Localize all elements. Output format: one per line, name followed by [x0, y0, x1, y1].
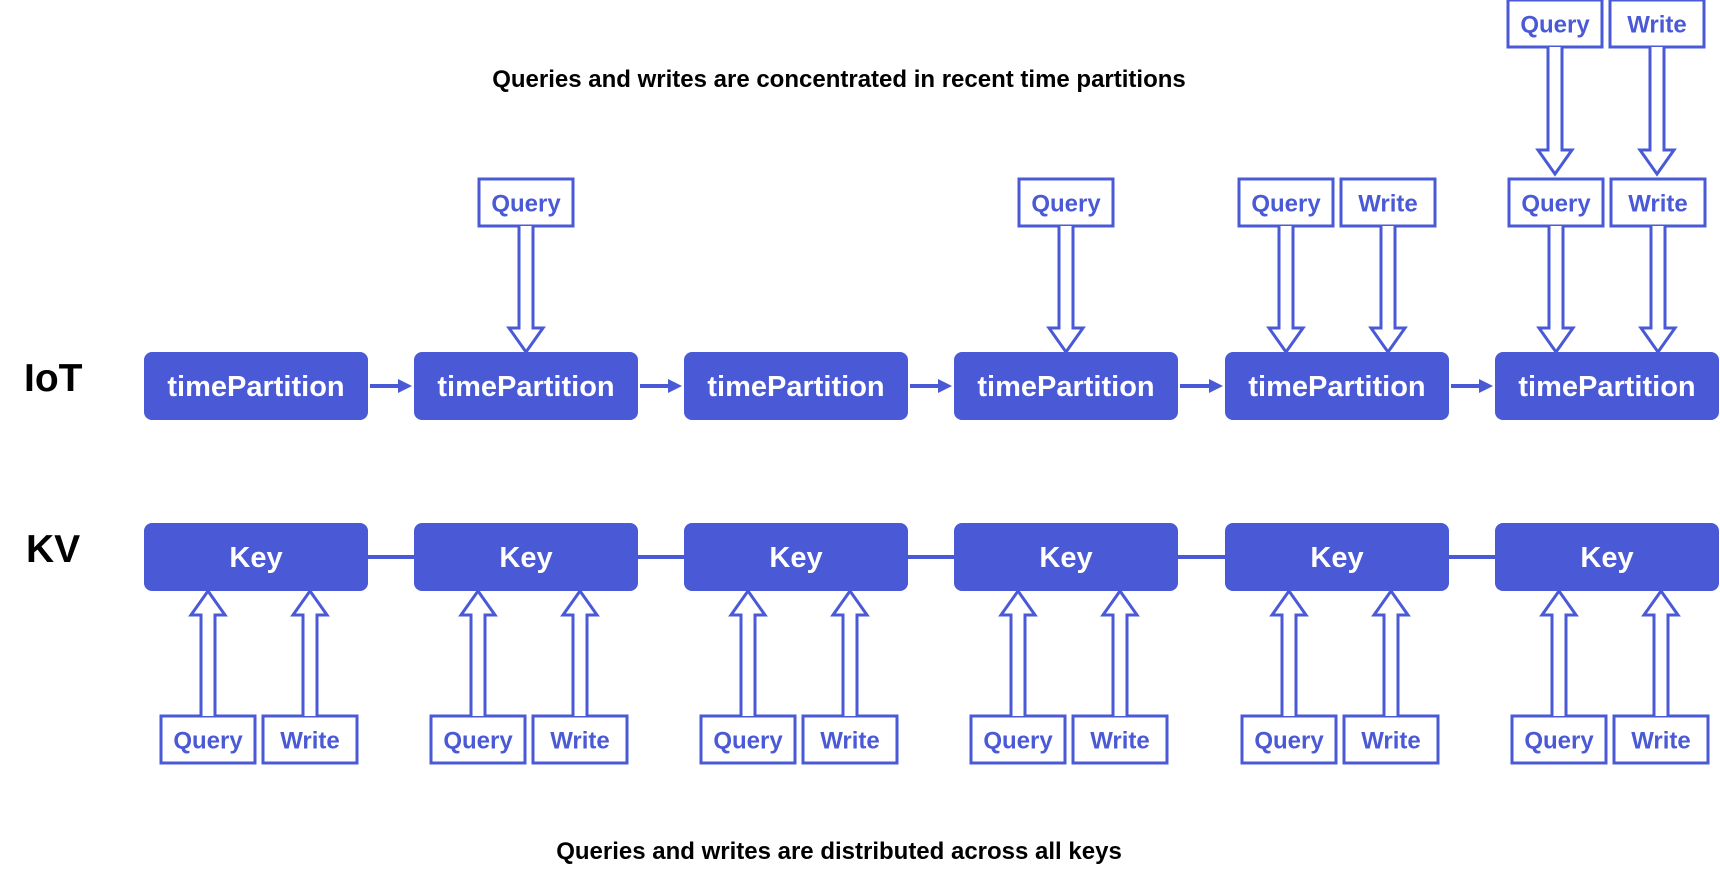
iot-1-op-query-arrow	[506, 226, 546, 355]
time-partition-4	[1225, 352, 1449, 420]
iot-3-op-query-label: Query	[1031, 191, 1101, 218]
kv-key-1	[414, 523, 638, 591]
iot-5-incoming-write-arrow	[1637, 47, 1677, 177]
iot-4-op-query-arrow	[1266, 226, 1306, 355]
kv-1-op-query-arrow	[458, 588, 498, 716]
time-partition-label-5: timePartition	[1518, 371, 1695, 403]
iot-link-arrowhead-4	[1479, 379, 1493, 393]
kv-3-op-query-arrow	[998, 588, 1038, 716]
iot-5-incoming-write-box	[1608, 0, 1706, 49]
time-partition-label-3: timePartition	[977, 371, 1154, 403]
kv-0-op-query-arrow	[188, 588, 228, 716]
kv-key-0	[144, 523, 368, 591]
bottom-caption: Queries and writes are distributed acros…	[556, 838, 1122, 865]
iot-3-op-query-arrow	[1046, 226, 1086, 355]
time-partition-2	[684, 352, 908, 420]
kv-5-op-write-label: Write	[1631, 728, 1691, 755]
iot-3-op-query-box	[1017, 177, 1115, 228]
kv-5-op-query-label: Query	[1524, 728, 1594, 755]
iot-5-incoming-query-label: Query	[1520, 12, 1590, 39]
iot-4-op-write-box	[1339, 177, 1437, 228]
kv-1-op-write-box	[531, 714, 629, 765]
time-partition-5	[1495, 352, 1719, 420]
iot-4-op-query-box	[1237, 177, 1335, 228]
kv-key-label-3: Key	[1039, 542, 1092, 574]
kv-2-op-query-label: Query	[713, 728, 783, 755]
kv-key-3	[954, 523, 1178, 591]
iot-5-op-query-label: Query	[1521, 191, 1591, 218]
kv-0-op-write-label: Write	[280, 728, 340, 755]
top-caption: Queries and writes are concentrated in r…	[492, 66, 1186, 93]
iot-link-arrowhead-0	[398, 379, 412, 393]
kv-key-label-4: Key	[1310, 542, 1363, 574]
kv-5-op-write-arrow	[1641, 588, 1681, 716]
iot-5-op-query-arrow	[1536, 226, 1576, 355]
kv-3-op-query-box	[969, 714, 1067, 765]
iot-4-op-write-label: Write	[1358, 191, 1418, 218]
iot-5-op-write-label: Write	[1628, 191, 1688, 218]
time-partition-0	[144, 352, 368, 420]
kv-4-op-query-box	[1240, 714, 1338, 765]
kv-0-op-query-box	[159, 714, 257, 765]
kv-key-5	[1495, 523, 1719, 591]
kv-1-op-write-arrow	[560, 588, 600, 716]
time-partition-1	[414, 352, 638, 420]
kv-0-op-write-box	[261, 714, 359, 765]
kv-4-op-write-arrow	[1371, 588, 1411, 716]
kv-2-op-write-label: Write	[820, 728, 880, 755]
time-partition-label-0: timePartition	[167, 371, 344, 403]
kv-5-op-query-arrow	[1539, 588, 1579, 716]
kv-key-4	[1225, 523, 1449, 591]
kv-1-op-write-label: Write	[550, 728, 610, 755]
time-partition-3	[954, 352, 1178, 420]
time-partition-label-2: timePartition	[707, 371, 884, 403]
kv-row-label: KV	[26, 528, 81, 571]
kv-key-label-2: Key	[769, 542, 822, 574]
iot-5-op-query-box	[1507, 177, 1605, 228]
kv-key-label-5: Key	[1580, 542, 1633, 574]
iot-4-op-write-arrow	[1368, 226, 1408, 355]
kv-key-2	[684, 523, 908, 591]
kv-3-op-query-label: Query	[983, 728, 1053, 755]
kv-3-op-write-box	[1071, 714, 1169, 765]
kv-2-op-write-arrow	[830, 588, 870, 716]
kv-1-op-query-label: Query	[443, 728, 513, 755]
kv-3-op-write-arrow	[1100, 588, 1140, 716]
time-partition-label-1: timePartition	[437, 371, 614, 403]
iot-5-incoming-query-arrow	[1535, 47, 1575, 177]
time-partition-label-4: timePartition	[1248, 371, 1425, 403]
kv-2-op-query-arrow	[728, 588, 768, 716]
kv-2-op-write-box	[801, 714, 899, 765]
kv-4-op-query-label: Query	[1254, 728, 1324, 755]
kv-0-op-write-arrow	[290, 588, 330, 716]
kv-1-op-query-box	[429, 714, 527, 765]
iot-link-arrowhead-2	[938, 379, 952, 393]
iot-1-op-query-label: Query	[491, 191, 561, 218]
kv-4-op-write-label: Write	[1361, 728, 1421, 755]
kv-0-op-query-label: Query	[173, 728, 243, 755]
iot-link-arrowhead-3	[1209, 379, 1223, 393]
kv-3-op-write-label: Write	[1090, 728, 1150, 755]
iot-link-arrowhead-1	[668, 379, 682, 393]
iot-5-op-write-box	[1609, 177, 1707, 228]
iot-row-label: IoT	[24, 357, 83, 400]
iot-4-op-query-label: Query	[1251, 191, 1321, 218]
iot-5-op-write-arrow	[1638, 226, 1678, 355]
iot-5-incoming-write-label: Write	[1627, 12, 1687, 39]
kv-key-label-0: Key	[229, 542, 282, 574]
kv-4-op-query-arrow	[1269, 588, 1309, 716]
kv-5-op-write-box	[1612, 714, 1710, 765]
kv-key-label-1: Key	[499, 542, 552, 574]
